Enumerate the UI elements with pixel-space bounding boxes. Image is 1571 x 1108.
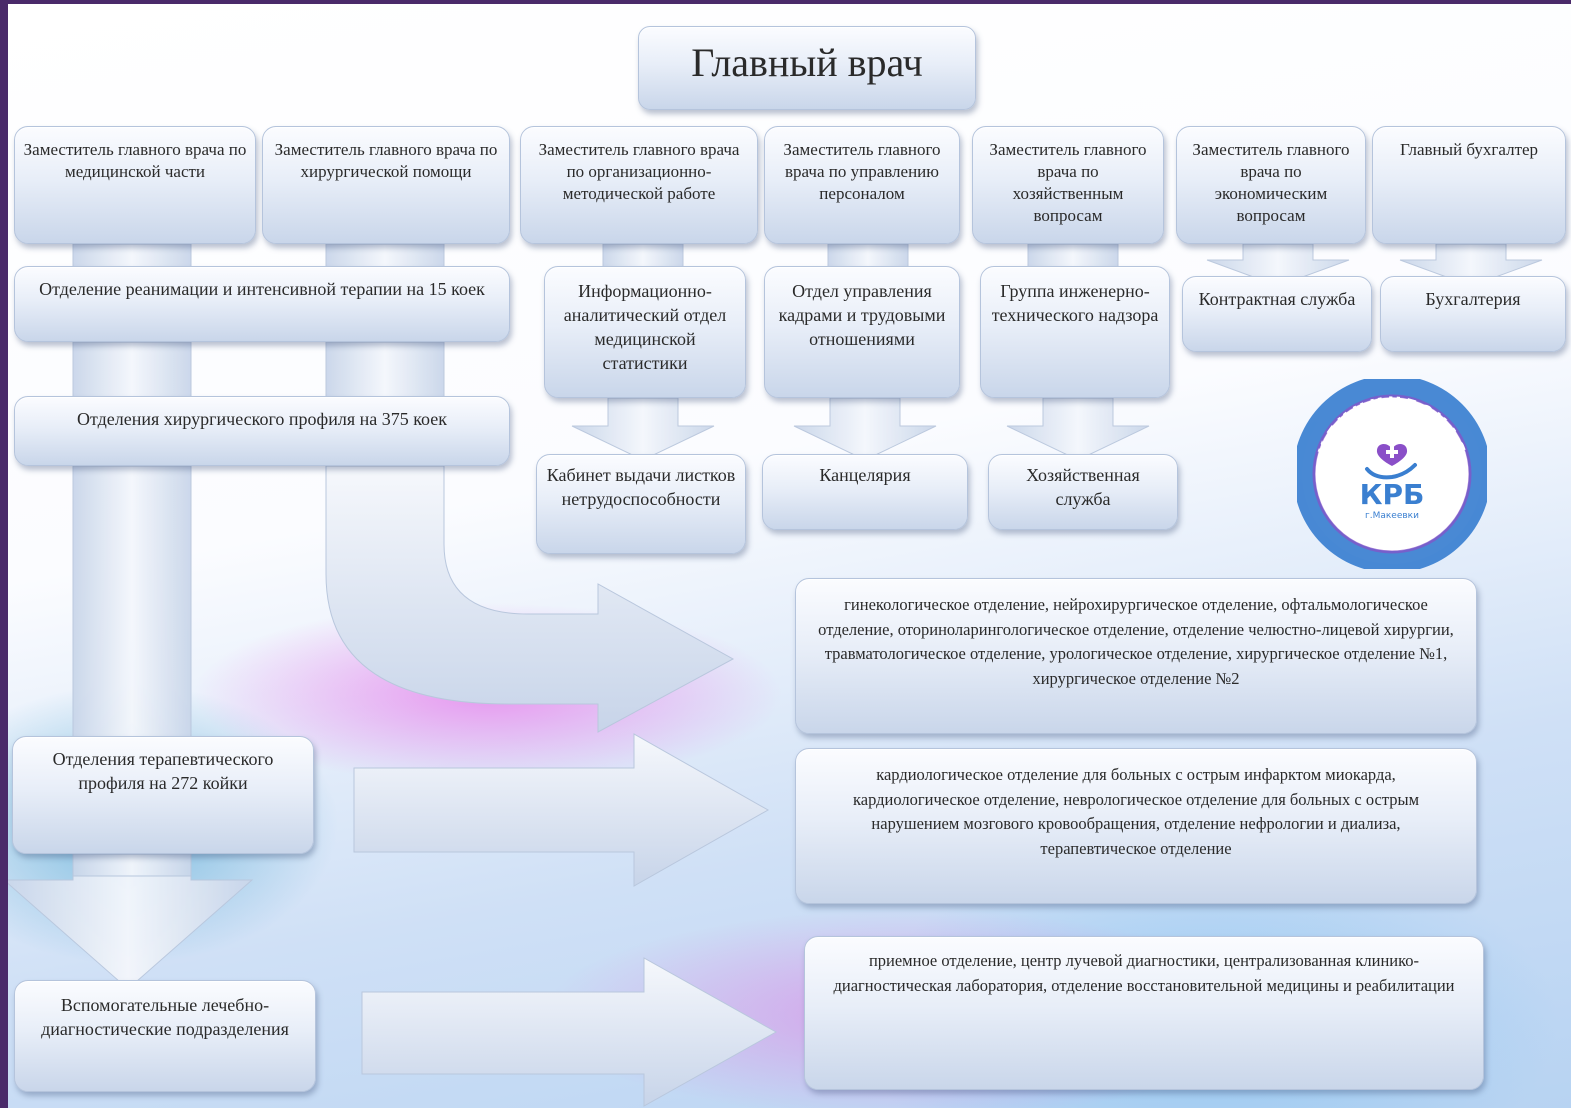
list-text: гинекологическое отделение, нейрохирурги… xyxy=(818,595,1454,688)
sick-leave-box: Кабинет выдачи листков нетрудоспособност… xyxy=(536,454,746,554)
accounting-box: Бухгалтерия xyxy=(1380,276,1566,352)
auxiliary-list-box: приемное отделение, центр лучевой диагно… xyxy=(804,936,1484,1090)
down-arrow xyxy=(1006,397,1150,461)
hr-dept-box: Отдел управления кадрами и трудовыми отн… xyxy=(764,266,960,398)
unit-label: Канцелярия xyxy=(819,465,911,485)
info-dept-box: Информационно-аналитический отдел медици… xyxy=(544,266,746,398)
hospital-logo: КЛИНИЧЕСКАЯ РУДНИЧНАЯ БОЛЬНИЦА КРБ г.Мак… xyxy=(1297,379,1487,569)
chief-doctor-title: Главный врач xyxy=(691,40,923,85)
connector xyxy=(72,341,192,403)
connector xyxy=(325,341,445,403)
connectors xyxy=(8,243,1543,1107)
auxiliary-box: Вспомогательные лечебно-диагностические … xyxy=(14,980,316,1092)
icu-box: Отделение реанимации и интенсивной терап… xyxy=(14,266,510,342)
unit-label: Отдел управления кадрами и трудовыми отн… xyxy=(778,281,946,349)
deputy-label: Заместитель главного врача по экономичес… xyxy=(1192,140,1350,225)
deputy-economic-box: Заместитель главного врача по экономичес… xyxy=(1176,126,1366,244)
deputy-surgical-box: Заместитель главного врача по хирургичес… xyxy=(262,126,510,244)
unit-label: Хозяйственная служба xyxy=(1026,465,1140,509)
deputy-label: Заместитель главного врача по организаци… xyxy=(538,140,740,203)
deputy-hr-box: Заместитель главного врача по управлению… xyxy=(764,126,960,244)
list-text: приемное отделение, центр лучевой диагно… xyxy=(833,951,1455,995)
deputy-methodical-box: Заместитель главного врача по организаци… xyxy=(520,126,758,244)
logo-city: г.Макеевки xyxy=(1365,511,1419,521)
chief-accountant-box: Главный бухгалтер xyxy=(1372,126,1566,244)
deputy-medical-box: Заместитель главного врача по медицинско… xyxy=(14,126,256,244)
down-arrow xyxy=(793,397,937,461)
unit-label: Отделения терапевтического профиля на 27… xyxy=(52,749,274,793)
down-arrow xyxy=(1399,243,1543,287)
list-text: кардиологическое отделение для больных с… xyxy=(852,765,1420,858)
heart-in-hand-icon xyxy=(1365,443,1417,480)
down-arrow xyxy=(8,875,254,990)
office-box: Канцелярия xyxy=(762,454,968,530)
logo-abbr: КРБ xyxy=(1360,478,1425,511)
connector xyxy=(72,465,192,743)
down-arrow xyxy=(571,397,715,461)
deputy-label: Заместитель главного врача по хирургичес… xyxy=(274,140,498,181)
contract-box: Контрактная служба xyxy=(1182,276,1372,352)
household-service-box: Хозяйственная служба xyxy=(988,454,1178,530)
unit-label: Отделение реанимации и интенсивной терап… xyxy=(39,279,485,299)
unit-label: Вспомогательные лечебно-диагностические … xyxy=(41,995,289,1039)
deputy-household-box: Заместитель главного врача по хозяйствен… xyxy=(972,126,1164,244)
unit-label: Бухгалтерия xyxy=(1425,289,1521,309)
therapeutic-list-box: кардиологическое отделение для больных с… xyxy=(795,748,1477,904)
deputy-label: Заместитель главного врача по медицинско… xyxy=(23,140,247,181)
deputy-label: Заместитель главного врача по управлению… xyxy=(783,140,941,203)
engineering-box: Группа инженерно-технического надзора xyxy=(980,266,1170,398)
right-arrow xyxy=(353,733,770,887)
org-chart: Главный врач Заместитель главного врача … xyxy=(8,4,1571,1108)
unit-label: Отделения хирургического профиля на 375 … xyxy=(76,409,448,429)
unit-label: Кабинет выдачи листков нетрудоспособност… xyxy=(546,465,736,509)
surgical-box: Отделения хирургического профиля на 375 … xyxy=(14,396,510,466)
unit-label: Группа инженерно-технического надзора xyxy=(991,281,1159,325)
chief-doctor-box: Главный врач xyxy=(638,26,976,110)
deputy-label: Главный бухгалтер xyxy=(1399,140,1539,159)
surgical-list-box: гинекологическое отделение, нейрохирурги… xyxy=(795,578,1477,734)
deputy-label: Заместитель главного врача по хозяйствен… xyxy=(989,140,1147,225)
therapeutic-box: Отделения терапевтического профиля на 27… xyxy=(12,736,314,854)
unit-label: Контрактная служба xyxy=(1198,289,1356,309)
curved-arrow xyxy=(325,465,735,733)
down-arrow xyxy=(1206,243,1350,287)
right-arrow xyxy=(361,957,778,1107)
unit-label: Информационно-аналитический отдел медици… xyxy=(563,281,727,373)
